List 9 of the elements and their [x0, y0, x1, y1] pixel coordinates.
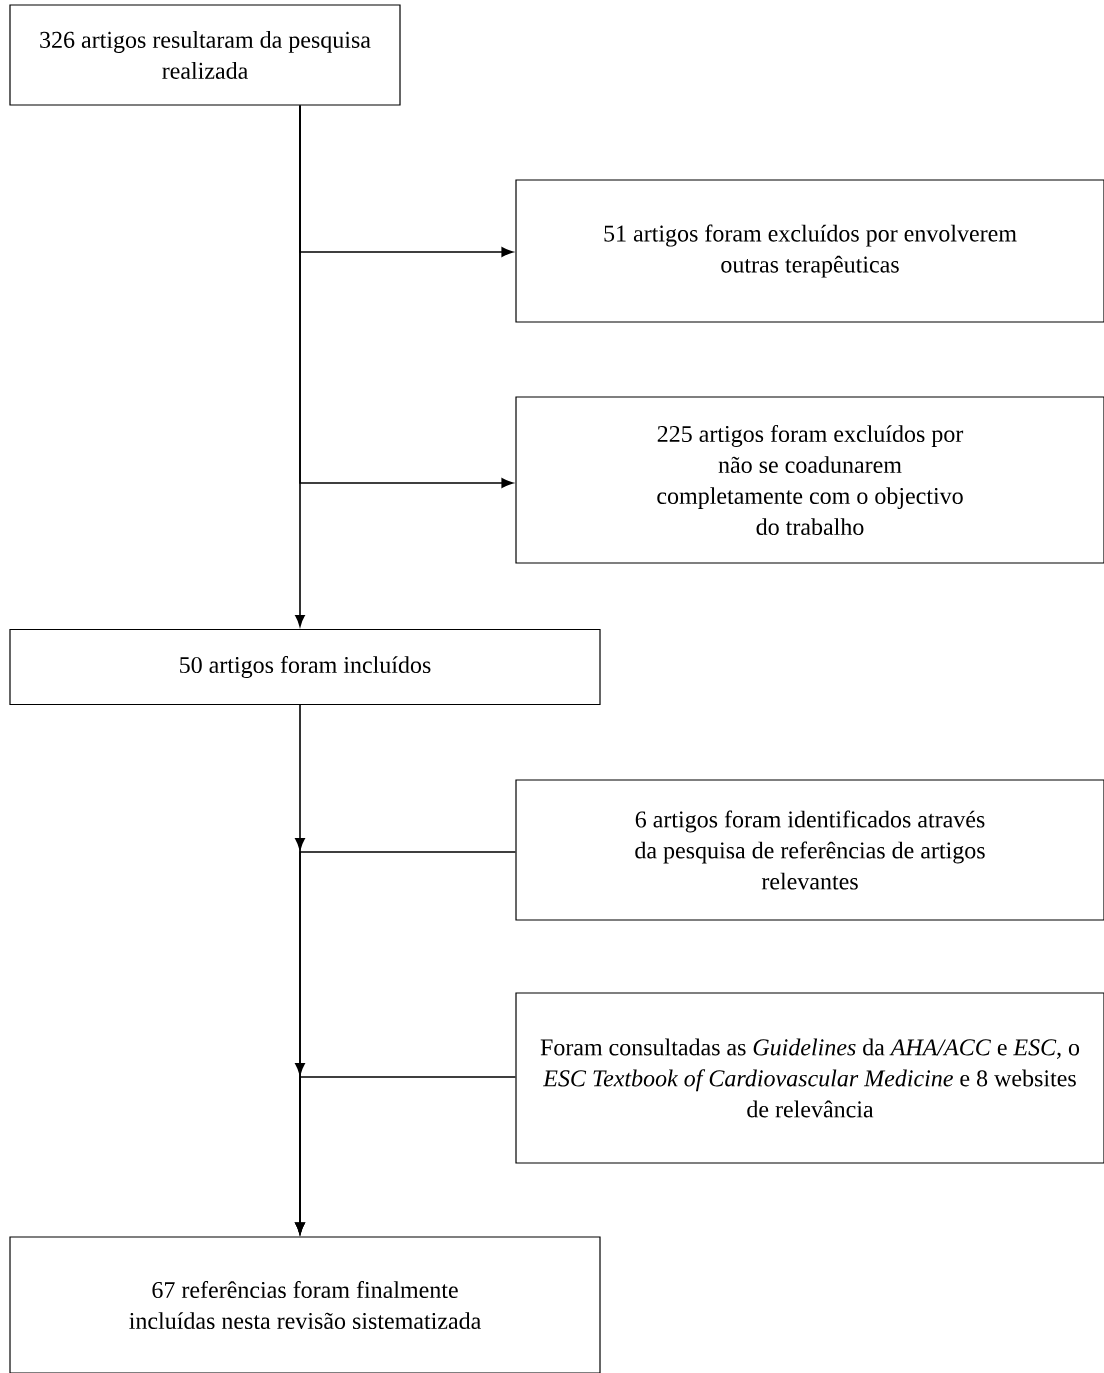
arrow [299, 104, 514, 488]
process-box: Foram consultadas as Guidelines da AHA/ACC e ESC, o ESC Textbook of Cardiovascular Medicine e 8 websites de relevância [515, 992, 1104, 1164]
process-box: 51 artigos foram excluídos por envolverem outras terapêuticas [515, 179, 1104, 323]
process-box: 67 referências foram finalmente incluídas nesta revisão sistematizada [9, 1236, 601, 1373]
process-box: 50 artigos foram incluídos [9, 628, 601, 706]
process-box: 225 artigos foram excluídos por não se coadunarem completamente com o objectivo do trabalho [515, 396, 1104, 564]
process-box: 326 artigos resultaram da pesquisa realizada [9, 4, 401, 106]
arrow [295, 1063, 517, 1235]
process-box: 6 artigos foram identificados através da pesquisa de referências de artigos relevantes [515, 779, 1104, 921]
